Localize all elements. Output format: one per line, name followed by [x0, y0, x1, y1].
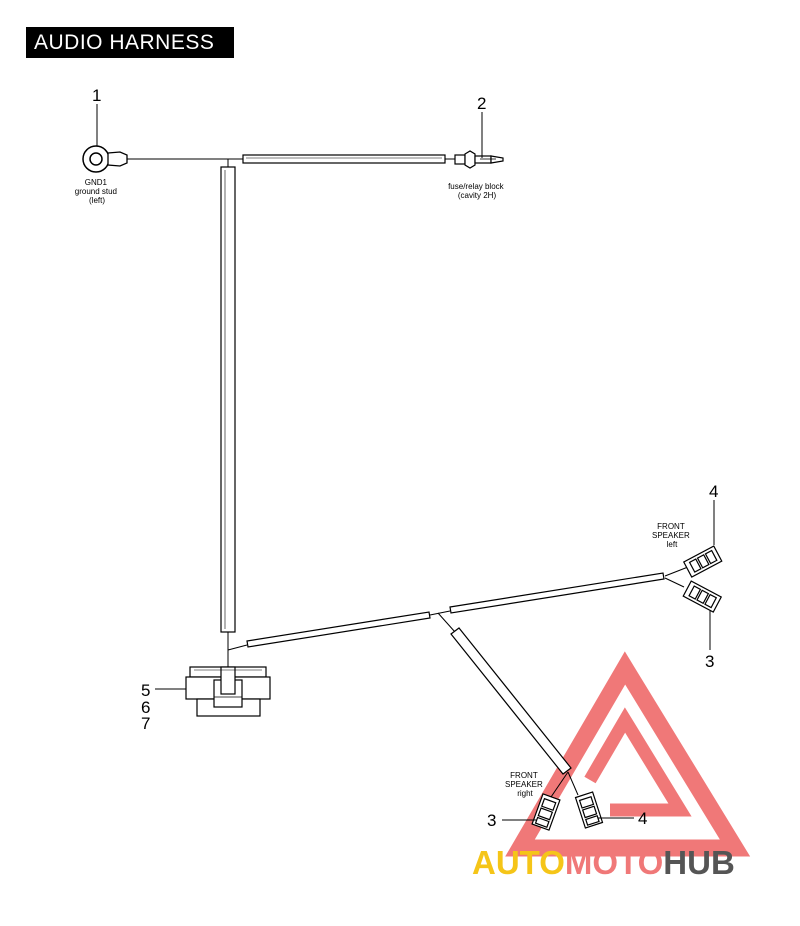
callout-6: 6 [141, 698, 150, 717]
callout-1: 1 [92, 86, 101, 105]
logo-text-hub: HUB [663, 844, 735, 881]
conduits [220, 154, 665, 775]
label-front-speaker-left: FRONT SPEAKER left [652, 522, 692, 549]
wire-branch-start [227, 644, 248, 651]
ring-crimp [107, 151, 128, 167]
wire-left-b [664, 577, 685, 588]
callout-2: 2 [477, 94, 486, 113]
ring-hole [89, 152, 103, 166]
wire-right-b [567, 771, 579, 796]
leader-lines [96, 104, 715, 821]
wires [127, 158, 689, 798]
label-fuse-relay: fuse/relay block (cavity 2H) [448, 182, 506, 200]
svg-text:AUTOMOTOHUB: AUTOMOTOHUB [472, 844, 735, 881]
conduit-top [242, 154, 446, 164]
left-speaker-connector-upper [682, 545, 723, 578]
wire-left-a [664, 566, 689, 577]
right-speaker-connector-right [574, 791, 604, 829]
component-labels: GND1 ground stud (left) fuse/relay block… [75, 178, 692, 798]
right-speaker-connector-left [531, 793, 561, 831]
conduit-diag-2 [449, 572, 665, 614]
label-gnd1: GND1 ground stud (left) [75, 178, 120, 205]
logo-text-auto: AUTO [472, 844, 565, 881]
callout-4-right: 4 [638, 809, 647, 828]
callout-4-left: 4 [709, 482, 718, 501]
conduit-vertical [220, 166, 236, 633]
ring-terminal-gnd1 [82, 145, 128, 173]
conduit-right-branch [450, 627, 572, 775]
diagram-title: AUDIO HARNESS [26, 27, 234, 58]
logo-text-moto: MOTO [565, 844, 663, 881]
callout-3-right: 3 [487, 811, 496, 830]
wire-branch-down [437, 612, 456, 633]
wire-branch-mid [429, 610, 451, 616]
label-front-speaker-right: FRONT SPEAKER right [505, 771, 545, 798]
callout-3-left: 3 [705, 652, 714, 671]
left-speaker-connector-lower [682, 580, 723, 613]
callout-numbers: 1 2 4 3 5 6 7 3 4 [92, 86, 718, 830]
conduit-diag-1 [246, 611, 431, 648]
wire-right-a [550, 771, 569, 798]
logo-inner-shape [584, 707, 692, 817]
main-connector [185, 666, 271, 717]
callout-5: 5 [141, 681, 150, 700]
callout-7: 7 [141, 714, 150, 733]
logo-triangle [505, 651, 751, 857]
watermark-logo: AUTOMOTOHUB [472, 651, 751, 881]
fuse-terminal [454, 150, 504, 169]
